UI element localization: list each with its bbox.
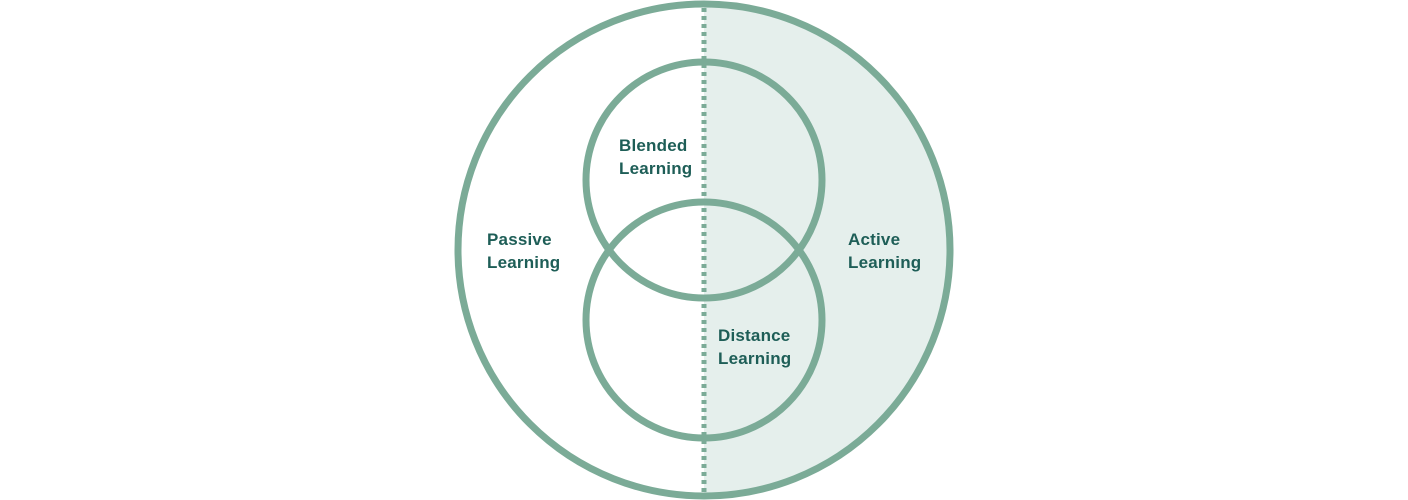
active-half-fill [704, 4, 950, 496]
outer-circle [454, 0, 954, 500]
distance-learning-label: Distance Learning [718, 326, 795, 368]
blended-learning-label: Blended Learning [619, 136, 692, 178]
passive-learning-label: Passive Learning [487, 230, 560, 272]
active-learning-label: Active Learning [848, 230, 921, 272]
